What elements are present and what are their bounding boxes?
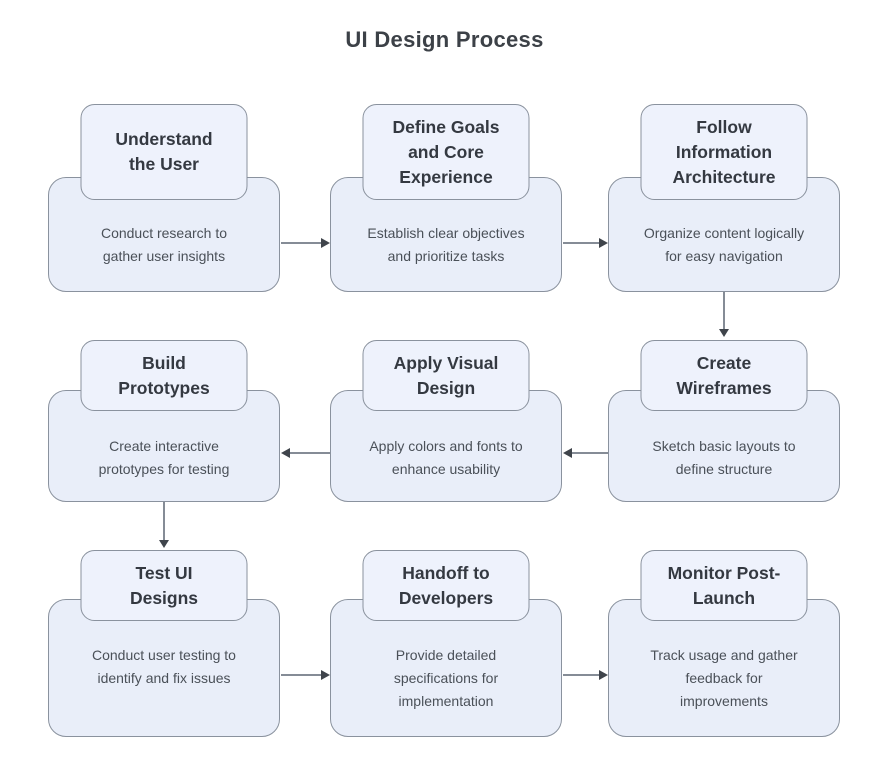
node-description: Sketch basic layouts to define structure xyxy=(652,438,796,477)
node-understand-the-user: Conduct research to gather user insights… xyxy=(48,104,280,292)
node-title: Monitor Post- Launch xyxy=(640,550,808,621)
node-title: Understand the User xyxy=(80,104,248,200)
diagram-title: UI Design Process xyxy=(345,27,544,52)
node-body: Conduct user testing to identify and fix… xyxy=(48,599,280,737)
node-monitor-post-launch: Track usage and gather feedback for impr… xyxy=(608,550,840,737)
node-body: Track usage and gather feedback for impr… xyxy=(608,599,840,737)
node-description: Apply colors and fonts to enhance usabil… xyxy=(369,438,523,477)
node-test-ui-designs: Conduct user testing to identify and fix… xyxy=(48,550,280,737)
node-build-prototypes: Create interactive prototypes for testin… xyxy=(48,340,280,502)
node-description: Conduct research to gather user insights xyxy=(100,225,228,264)
node-description: Track usage and gather feedback for impr… xyxy=(650,647,798,709)
node-description: Provide detailed specifications for impl… xyxy=(393,647,499,709)
node-define-goals-and-core-experience: Establish clear objectives and prioritiz… xyxy=(330,104,562,292)
node-description: Create interactive prototypes for testin… xyxy=(98,438,230,477)
arrow-wireframes-to-visual-icon xyxy=(563,448,608,458)
arrow-visual-to-prototypes-icon xyxy=(281,448,330,458)
arrow-define-to-follow-icon xyxy=(563,238,608,248)
node-body: Provide detailed specifications for impl… xyxy=(330,599,562,737)
node-title: Define Goals and Core Experience xyxy=(362,104,530,200)
arrow-understand-to-define-icon xyxy=(281,238,330,248)
node-title: Apply Visual Design xyxy=(362,340,530,411)
node-title: Create Wireframes xyxy=(640,340,808,411)
arrow-handoff-to-monitor-icon xyxy=(563,670,608,680)
node-create-wireframes: Sketch basic layouts to define structure… xyxy=(608,340,840,502)
node-title: Follow Information Architecture xyxy=(640,104,808,200)
arrow-test-to-handoff-icon xyxy=(281,670,330,680)
arrow-follow-to-wireframes-icon xyxy=(719,292,729,337)
node-title: Test UI Designs xyxy=(80,550,248,621)
node-description: Organize content logically for easy navi… xyxy=(643,225,805,264)
node-description: Establish clear objectives and prioritiz… xyxy=(367,225,525,264)
node-description: Conduct user testing to identify and fix… xyxy=(92,647,236,686)
node-title: Handoff to Developers xyxy=(362,550,530,621)
node-follow-information-architecture: Organize content logically for easy navi… xyxy=(608,104,840,292)
node-title: Build Prototypes xyxy=(80,340,248,411)
node-apply-visual-design: Apply colors and fonts to enhance usabil… xyxy=(330,340,562,502)
node-handoff-to-developers: Provide detailed specifications for impl… xyxy=(330,550,562,737)
arrow-prototypes-to-test-icon xyxy=(159,502,169,548)
